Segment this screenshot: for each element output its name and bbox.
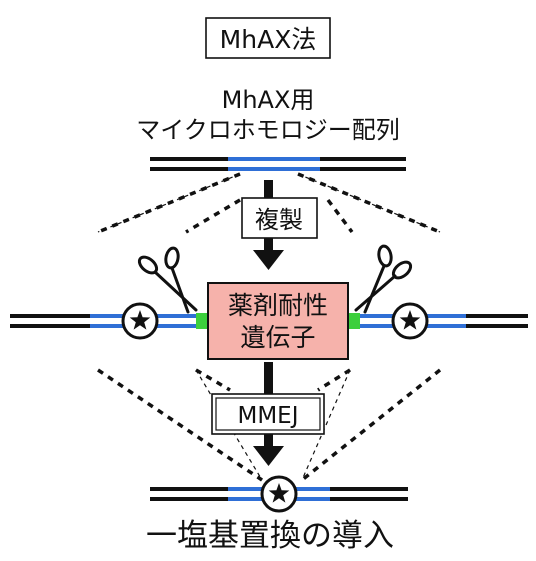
guide-inner-left [185, 198, 241, 234]
guide-inner-right [326, 198, 354, 234]
guide-bold-right [297, 172, 441, 234]
top-guides [97, 172, 441, 234]
arrow-shaft [264, 362, 273, 394]
scissors-icon [354, 244, 413, 314]
mmej-box-inner [215, 397, 321, 431]
sequence-label-line1: MhAX用 [222, 86, 315, 114]
star-in-circle-icon [260, 475, 298, 513]
template-dna [150, 157, 406, 171]
title-text: MhAX法 [220, 25, 317, 54]
arrow-down-icon [253, 446, 284, 466]
guide-inner-left [195, 368, 231, 392]
mmej-label: MMEJ [237, 403, 298, 429]
title-frame [205, 17, 331, 59]
title-box: MhAX法 [205, 17, 331, 59]
guide-bold-left [97, 172, 241, 234]
result-dna [150, 475, 408, 513]
cassette-label-line1: 薬剤耐性 [228, 291, 328, 320]
sequence-label-line2: マイクロホモロジー配列 [136, 116, 400, 144]
cut-site-right [348, 313, 360, 329]
arrow-shaft [264, 238, 273, 252]
scissors-icon [137, 246, 198, 314]
drug-resistance-cassette [207, 282, 349, 360]
arrow-shaft [264, 434, 273, 448]
guide-bold-right [300, 368, 442, 482]
star-in-circle-icon [391, 302, 429, 340]
arrow-down-icon [253, 250, 284, 270]
replication-step: 複製 [241, 180, 318, 270]
arrow-shaft [264, 180, 273, 198]
mmej-step: MMEJ [211, 362, 325, 466]
cassette-label-line2: 遺伝子 [240, 323, 315, 352]
result-label: 一塩基置換の導入 [146, 518, 394, 554]
star-in-circle-icon [121, 302, 159, 340]
replication-label: 複製 [255, 206, 303, 234]
guide-bold-left [97, 368, 263, 482]
replication-box [241, 197, 318, 239]
cut-site-left [196, 313, 208, 329]
integrated-dna: 薬剤耐性 遺伝子 [10, 282, 528, 360]
